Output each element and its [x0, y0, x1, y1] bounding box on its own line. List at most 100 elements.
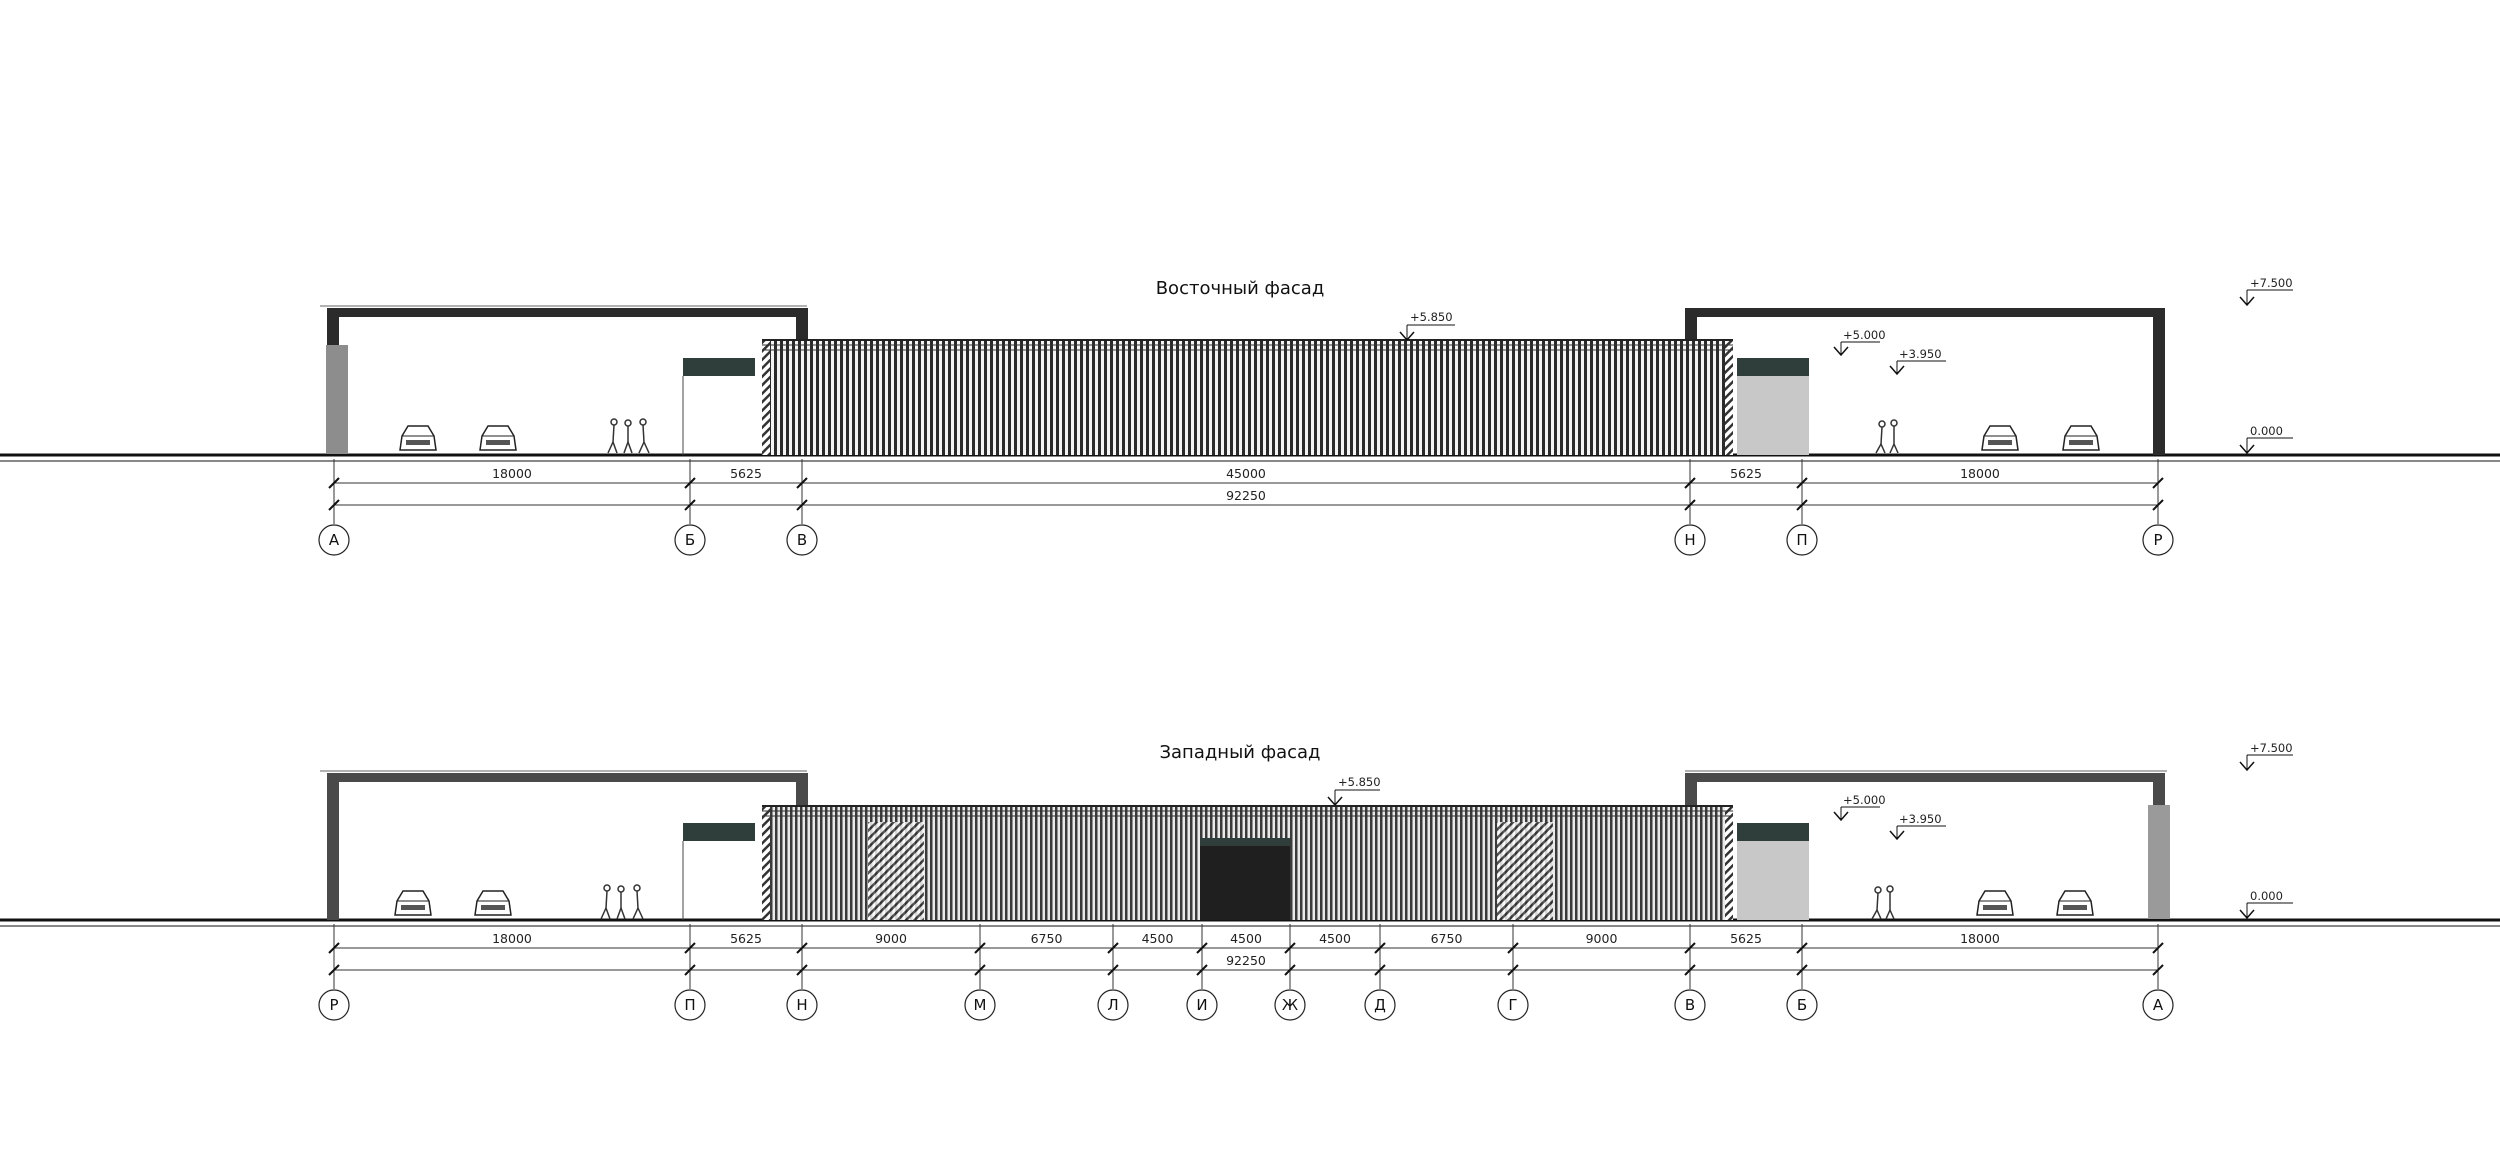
axis-bubble: [786, 524, 818, 556]
span-label: 5625: [730, 931, 762, 946]
axis-bubble: [318, 989, 350, 1021]
axis-label: Р: [329, 996, 338, 1014]
dimension-tick: [1796, 942, 1808, 954]
car: [2062, 425, 2100, 451]
axis-bubble: [1364, 989, 1396, 1021]
dimension-tick: [1796, 477, 1808, 489]
span-label: 4500: [1319, 931, 1351, 946]
dimension-tick: [2152, 942, 2164, 954]
svg-text:+5.000: +5.000: [1843, 793, 1886, 807]
level-mark-top: +7.500: [2239, 741, 2293, 772]
car: [1981, 425, 2019, 451]
dimension-tick: [1507, 942, 1519, 954]
level-mark-five: +5.000: [1833, 793, 1886, 822]
dimension-tick: [796, 964, 808, 976]
axis-bubble: [1786, 989, 1818, 1021]
car: [394, 890, 432, 916]
dimension-tick: [1684, 499, 1696, 511]
dimension-tick: [328, 499, 340, 511]
right-pavilion-roof: [1737, 358, 1809, 376]
axis-label: М: [974, 996, 987, 1014]
axis-bubble: [1786, 524, 1818, 556]
axis-label: Н: [1684, 531, 1695, 549]
svg-text:+3.950: +3.950: [1899, 347, 1942, 361]
span-label: 45000: [1226, 466, 1266, 481]
dimension-tick: [1284, 942, 1296, 954]
span-label: 4500: [1230, 931, 1262, 946]
axis-bubble: [1274, 989, 1306, 1021]
east-main-building: [762, 339, 1733, 455]
dimension-tick: [1374, 964, 1386, 976]
span-label: 9000: [875, 931, 907, 946]
level-mark-zero: 0.000: [2239, 424, 2293, 455]
svg-text:+5.850: +5.850: [1338, 775, 1381, 789]
car: [479, 425, 517, 451]
axis-label: Р: [2153, 531, 2162, 549]
dimension-tick: [1196, 942, 1208, 954]
dimension-tick: [2152, 964, 2164, 976]
span-label: 18000: [492, 931, 532, 946]
axis-label: Б: [685, 531, 695, 549]
total-span-label: 92250: [1226, 488, 1266, 503]
level-mark-three: +3.950: [1889, 347, 1946, 376]
axis-bubble: [1186, 989, 1218, 1021]
dimension-tick: [1684, 477, 1696, 489]
dimension-tick: [1107, 942, 1119, 954]
car: [1976, 890, 2014, 916]
axis-bubble: [1674, 989, 1706, 1021]
axis-label: Д: [1374, 996, 1386, 1014]
axis-label: В: [1685, 996, 1695, 1014]
svg-text:+3.950: +3.950: [1899, 812, 1942, 826]
dimension-tick: [2152, 477, 2164, 489]
dimension-tick: [1684, 964, 1696, 976]
axis-label: В: [797, 531, 807, 549]
dimension-tick: [684, 477, 696, 489]
svg-text:+5.850: +5.850: [1410, 310, 1453, 324]
dimension-tick: [1107, 964, 1119, 976]
level-mark-five: +5.000: [1833, 328, 1886, 357]
west-main-building: [762, 805, 1733, 920]
span-label: 18000: [1960, 466, 2000, 481]
axis-bubble: [674, 524, 706, 556]
span-label: 5625: [1730, 466, 1762, 481]
axis-label: Б: [1797, 996, 1807, 1014]
car: [474, 890, 512, 916]
dimension-tick: [328, 942, 340, 954]
east-facade-title: Восточный фасад: [1156, 278, 1325, 299]
left-pavilion-roof: [683, 823, 755, 841]
axis-bubble: [786, 989, 818, 1021]
span-label: 5625: [730, 466, 762, 481]
span-label: 18000: [1960, 931, 2000, 946]
axis-bubble: [964, 989, 996, 1021]
east-facade: Восточный фасад: [0, 276, 2500, 556]
dimension-tick: [796, 477, 808, 489]
span-label: 4500: [1142, 931, 1174, 946]
span-label: 18000: [492, 466, 532, 481]
car: [399, 425, 437, 451]
dimension-tick: [974, 964, 986, 976]
dimension-tick: [328, 964, 340, 976]
people: [1871, 885, 1895, 920]
west-facade: Западный фасад: [0, 741, 2500, 1021]
span-label: 5625: [1730, 931, 1762, 946]
total-span-label: 92250: [1226, 953, 1266, 968]
dimension-tick: [328, 477, 340, 489]
left-canopy: [320, 305, 808, 454]
level-mark-top: +7.500: [2239, 276, 2293, 307]
dimension-tick: [796, 942, 808, 954]
span-label: 9000: [1586, 931, 1618, 946]
car: [2056, 890, 2094, 916]
axis-label: Г: [1508, 996, 1517, 1014]
dimension-tick: [1684, 942, 1696, 954]
level-mark-mid: +5.850: [1327, 775, 1381, 807]
axis-label: Н: [796, 996, 807, 1014]
dimension-tick: [1507, 964, 1519, 976]
span-label: 6750: [1431, 931, 1463, 946]
left-canopy: [320, 770, 808, 920]
svg-text:0.000: 0.000: [2250, 889, 2283, 903]
axis-label: И: [1196, 996, 1207, 1014]
dimension-tick: [1796, 499, 1808, 511]
people: [600, 884, 644, 920]
svg-text:+7.500: +7.500: [2250, 276, 2293, 290]
